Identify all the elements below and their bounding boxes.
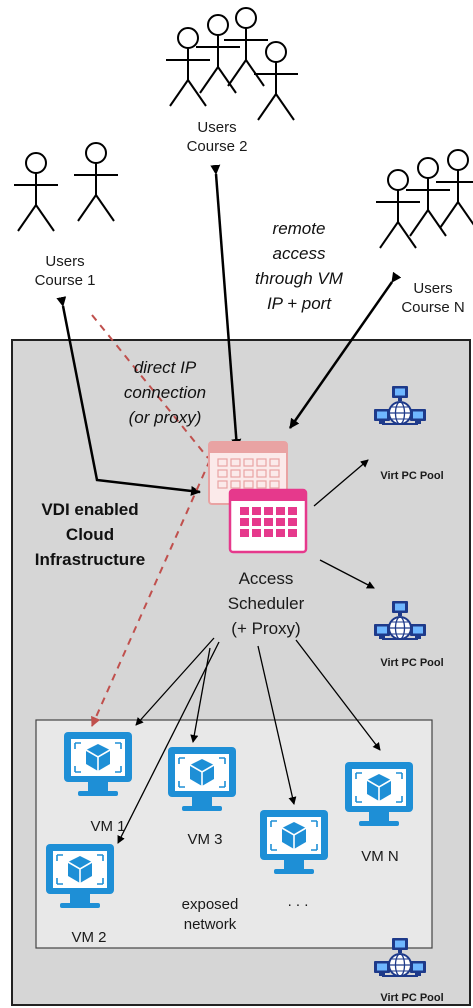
vm-1-label: VM 1 bbox=[90, 818, 126, 835]
users-label-line: Users bbox=[45, 253, 85, 270]
users-course-1-label: Users Course 1 bbox=[13, 252, 117, 290]
user-icon bbox=[165, 27, 211, 107]
scheduler-line: (+ Proxy) bbox=[231, 619, 301, 638]
vdi-line: Infrastructure bbox=[34, 550, 146, 569]
course-label-line: Course N bbox=[401, 299, 465, 316]
connections bbox=[56, 164, 402, 844]
vdi-infrastructure-label: VDI enabled Cloud Infrastructure bbox=[16, 497, 164, 572]
remote-access-line: access bbox=[272, 244, 326, 263]
access-scheduler-label: Access Scheduler (+ Proxy) bbox=[198, 566, 334, 641]
users-course-n-label: Users Course N bbox=[386, 279, 473, 317]
virt-pc-pool-label: Virt PC Pool bbox=[380, 657, 444, 669]
scheduler-calendar-icon bbox=[228, 488, 308, 554]
direct-ip-line: (or proxy) bbox=[128, 408, 202, 427]
direct-ip-line: connection bbox=[123, 383, 207, 402]
users-course-1-group bbox=[13, 142, 119, 232]
users-course-2-group bbox=[165, 7, 299, 121]
network-line: exposed bbox=[181, 896, 239, 913]
user-icon bbox=[375, 169, 421, 249]
scheduler-line: Access bbox=[238, 569, 294, 588]
remote-access-line: IP + port bbox=[266, 294, 332, 313]
user-icon bbox=[195, 14, 241, 94]
users-label-line: Users bbox=[197, 119, 237, 136]
vm-ellipsis-label: . . . bbox=[287, 893, 309, 910]
vdi-line: Cloud bbox=[65, 525, 115, 544]
exposed-network-label: exposed network bbox=[160, 895, 260, 935]
remote-access-label: remote access through VM IP + port bbox=[226, 216, 372, 316]
course-label-line: Course 2 bbox=[186, 138, 248, 155]
users-label-line: Users bbox=[413, 280, 453, 297]
remote-access-line: through VM bbox=[255, 269, 343, 288]
scheduler-calendar-shadow-icon bbox=[208, 441, 288, 505]
vm-3-label: VM 3 bbox=[187, 831, 223, 848]
virt-pc-pool-label: Virt PC Pool bbox=[380, 992, 444, 1004]
scheduler-line: Scheduler bbox=[227, 594, 305, 613]
users-course-2-label: Users Course 2 bbox=[167, 118, 267, 156]
direct-ip-line: direct IP bbox=[133, 358, 197, 377]
remote-access-line: remote bbox=[272, 219, 326, 238]
users-course-n-group bbox=[375, 149, 473, 249]
vdi-line: VDI enabled bbox=[41, 500, 139, 519]
network-line: network bbox=[183, 916, 237, 933]
course-label-line: Course 1 bbox=[34, 272, 96, 289]
user-icon bbox=[73, 142, 119, 222]
virt-pc-pool-label: Virt PC Pool bbox=[380, 470, 444, 482]
vm-n-label: VM N bbox=[361, 848, 399, 865]
user-icon bbox=[13, 152, 59, 232]
vm-2-label: VM 2 bbox=[71, 929, 107, 946]
direct-ip-label: direct IP connection (or proxy) bbox=[92, 355, 238, 430]
